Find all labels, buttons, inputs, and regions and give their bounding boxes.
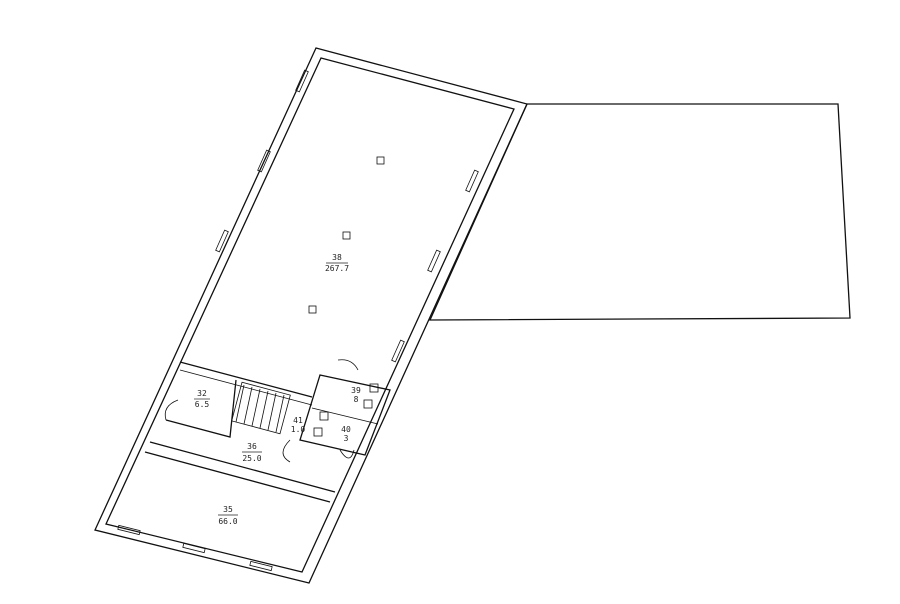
stairs [231,381,291,435]
svg-text:3: 3 [344,434,349,443]
column-icons [308,156,385,314]
toilet-icons [313,383,379,437]
room-41-label: 411.0 [291,416,306,434]
svg-text:8: 8 [354,395,359,404]
svg-text:1.0: 1.0 [291,425,306,434]
windows [117,69,479,572]
door-arcs [164,359,359,463]
wall-room-35 [144,451,331,503]
svg-text:35: 35 [223,505,233,514]
svg-text:66.0: 66.0 [218,517,237,526]
building-inner-wall [105,57,515,573]
svg-text:36: 36 [247,442,257,451]
wall-hall-38 [179,361,313,398]
wall-corridor-36 [149,441,336,493]
room-36-label: 36 25.0 [242,442,262,463]
svg-text:25.0: 25.0 [242,454,261,463]
room-40-label: 403 [341,425,351,443]
svg-text:267.7: 267.7 [325,264,349,273]
building-outer-wall [94,47,528,584]
svg-text:38: 38 [332,253,342,262]
svg-text:32: 32 [197,389,207,398]
wc-divider [311,407,379,425]
room-35-label: 35 66.0 [218,505,238,526]
svg-text:41: 41 [293,416,303,425]
room-32-label: 326.5 [194,389,210,409]
svg-text:40: 40 [341,425,351,434]
svg-text:39: 39 [351,386,361,395]
wall-room-32 [165,379,237,438]
annex-outline [428,103,851,321]
svg-text:6.5: 6.5 [195,400,210,409]
wall-corridor-top [179,369,313,406]
room-39-label: 398 [351,386,361,404]
wc-block [299,374,391,456]
room-38-label: 38 267.7 [325,253,349,273]
stair-treads [235,384,285,433]
